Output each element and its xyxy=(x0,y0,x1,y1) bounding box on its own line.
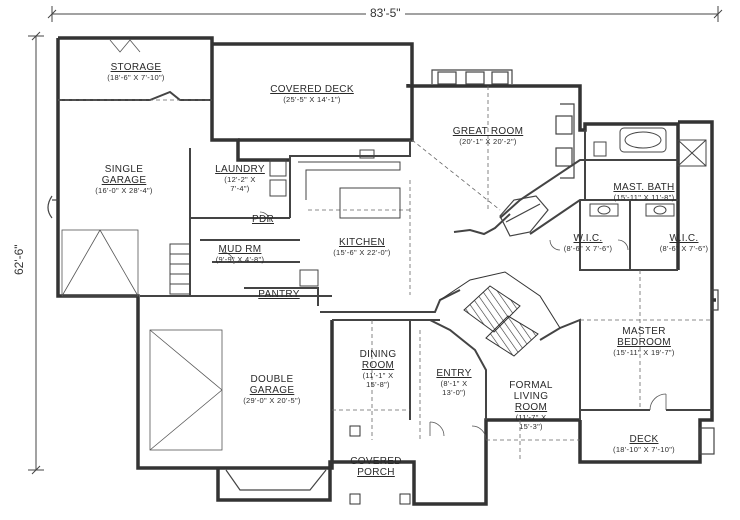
room-dims: (12'-2" X xyxy=(224,175,256,184)
room-name: DOUBLE xyxy=(250,374,294,385)
room-dims-2: 7'-4") xyxy=(230,184,250,193)
exterior-walls xyxy=(56,36,716,506)
room-dims: (18'-6" X 7'-10") xyxy=(107,73,165,82)
room-wic-left: W.I.C. (8'-6" X 7'-6") xyxy=(564,233,613,253)
room-name: W.I.C. xyxy=(573,233,603,244)
room-wic-right: W.I.C. (8'-6" X 7'-6") xyxy=(660,233,709,253)
room-name: LAUNDRY xyxy=(215,164,265,175)
room-dims: (16'-0" X 28'-4") xyxy=(95,186,153,195)
room-dims-2: 13'-0") xyxy=(442,388,466,397)
room-covered-deck: COVERED DECK (25'-5" X 14'-1") xyxy=(270,84,354,104)
room-dims: (15'-6" X 22'-0") xyxy=(333,248,391,257)
room-dims: (8'-6" X 7'-6") xyxy=(563,244,613,253)
room-name: GREAT ROOM xyxy=(452,126,524,137)
room-dining: DINING ROOM (11'-1" X 15'-8") xyxy=(360,349,397,389)
room-dims: (25'-5" X 14'-1") xyxy=(283,95,341,104)
room-name: MAST. BATH xyxy=(613,182,675,193)
room-name: W.I.C. xyxy=(669,233,699,244)
room-master-bath: MAST. BATH (15'-11" X 11'-8") xyxy=(613,182,674,202)
room-name: STORAGE xyxy=(110,62,162,73)
room-name: KITCHEN xyxy=(338,237,385,248)
room-name: MASTER xyxy=(622,326,666,337)
room-name: ENTRY xyxy=(436,368,472,379)
room-covered-porch: COVERED PORCH xyxy=(350,456,402,478)
room-pantry: PANTRY xyxy=(258,289,299,300)
room-name: DINING xyxy=(359,349,397,360)
room-entry: ENTRY (8'-1" X 13'-0") xyxy=(436,368,471,397)
room-deck: DECK (18'-10" X 7'-10") xyxy=(613,434,675,454)
room-laundry: LAUNDRY (12'-2" X 7'-4") xyxy=(215,164,265,193)
dashed-ceiling-lines xyxy=(58,86,712,462)
kitchen-fixtures xyxy=(269,149,401,287)
room-single-garage: SINGLE GARAGE (16'-0" X 28'-4") xyxy=(95,164,152,195)
room-dims: (15'-11" X 11'-8") xyxy=(613,193,675,202)
room-name-2: GARAGE xyxy=(249,385,295,396)
garage-door-markings xyxy=(61,229,223,451)
room-dims-2: 15'-3") xyxy=(519,422,543,431)
room-name-2: PORCH xyxy=(357,467,395,478)
room-name: PANTRY xyxy=(258,289,300,300)
depth-dimension-line xyxy=(28,31,44,475)
room-great-room: GREAT ROOM (20'-1" X 20'-2") xyxy=(453,126,523,146)
room-storage: STORAGE (18'-6" X 7'-10") xyxy=(107,62,164,82)
room-dims: (29'-0" X 20'-5") xyxy=(243,396,301,405)
room-dims: (8'-6" X 7'-6") xyxy=(659,244,709,253)
porch-columns xyxy=(349,425,411,505)
room-name: MUD RM xyxy=(218,244,262,255)
room-name: FORMAL xyxy=(509,380,553,391)
room-pdr: PDR xyxy=(252,214,274,225)
fireplace xyxy=(499,195,549,237)
room-dims: (20'-1" X 20'-2") xyxy=(459,137,517,146)
room-dims: (15'-11" X 19'-7") xyxy=(613,348,675,357)
room-name: DECK xyxy=(629,434,659,445)
room-name: PDR xyxy=(251,214,275,225)
room-master-bedroom: MASTER BEDROOM (15'-11" X 19'-7") xyxy=(613,326,674,357)
overall-depth-label: 62'-6" xyxy=(12,241,26,278)
room-dims: (9'-9" X 4'-8") xyxy=(215,255,265,264)
stairs xyxy=(439,271,561,357)
room-name-2: GARAGE xyxy=(101,175,147,186)
room-dims: (11'-1" X xyxy=(362,371,394,380)
interior-walls xyxy=(58,90,712,420)
room-name-2: ROOM xyxy=(361,360,395,371)
room-mud-room: MUD RM (9'-9" X 4'-8") xyxy=(216,244,265,264)
room-name-3: ROOM xyxy=(514,402,548,413)
bay-windows xyxy=(47,69,719,491)
room-dims: (11'-7" X xyxy=(515,413,547,422)
room-name: SINGLE xyxy=(104,164,144,175)
room-name: COVERED xyxy=(350,456,402,467)
room-dims: (8'-1" X xyxy=(440,379,468,388)
room-name: COVERED DECK xyxy=(270,84,354,95)
room-name-2: LIVING xyxy=(513,391,549,402)
room-double-garage: DOUBLE GARAGE (29'-0" X 20'-5") xyxy=(243,374,300,405)
room-dims: (18'-10" X 7'-10") xyxy=(613,445,675,454)
master-bath-fixtures xyxy=(589,127,707,217)
room-name-2: BEDROOM xyxy=(617,337,671,348)
room-kitchen: KITCHEN (15'-6" X 22'-0") xyxy=(333,237,390,257)
room-dims-2: 15'-8") xyxy=(366,380,390,389)
overall-width-label: 83'-5" xyxy=(366,6,405,20)
door-swings xyxy=(109,39,667,441)
exterior-stairs xyxy=(169,243,191,295)
room-formal-living: FORMAL LIVING ROOM (11'-7" X 15'-3") xyxy=(509,380,552,431)
